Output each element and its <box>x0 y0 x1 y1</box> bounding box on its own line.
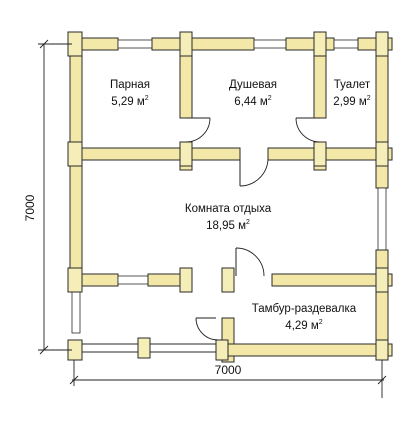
wall-top <box>285 37 335 51</box>
window-top-3 <box>333 39 359 49</box>
post <box>137 337 151 359</box>
room-name-steam-room: Парная <box>110 79 150 91</box>
room-area-vestibule: 4,29 м2 <box>285 319 322 332</box>
door-swing-arc <box>235 247 265 277</box>
post <box>179 141 193 167</box>
door-swing-arc <box>185 117 211 143</box>
post <box>179 31 193 57</box>
dim-tick <box>69 375 79 385</box>
post <box>215 339 229 361</box>
window-top-1 <box>117 39 153 49</box>
dimension-height-label: 7000 <box>23 194 37 221</box>
wall-top <box>151 37 255 51</box>
room-name-rest-room: Комната отдыха <box>185 203 272 215</box>
railing-bottom <box>81 343 139 353</box>
room-area-shower: 6,44 м2 <box>234 95 271 108</box>
wall-middle <box>67 147 241 161</box>
wall-bottom <box>215 343 393 357</box>
dim-tick <box>39 39 49 49</box>
room-name-toilet: Туалет <box>334 79 371 91</box>
post <box>67 141 83 167</box>
wall-middle <box>267 147 393 161</box>
wall-lower <box>147 273 185 287</box>
door-swing-arc <box>195 317 219 341</box>
post <box>221 267 235 293</box>
window-top-2 <box>253 39 287 49</box>
post <box>67 267 83 293</box>
post <box>375 31 389 57</box>
posts <box>67 31 389 361</box>
door-swing-arc <box>239 157 269 187</box>
post <box>179 267 193 293</box>
dim-tick <box>39 345 49 355</box>
window-right <box>377 187 387 251</box>
dim-tick <box>377 375 387 385</box>
post <box>375 141 389 167</box>
room-name-shower: Душевая <box>229 79 277 91</box>
door-swing-arc <box>295 117 321 143</box>
post <box>375 339 389 361</box>
dimension-lines <box>38 39 387 398</box>
room-area-steam-room: 5,29 м2 <box>111 95 148 108</box>
room-labels: Парная 5,29 м2 Душевая 6,44 м2 Туалет 2,… <box>110 79 371 332</box>
window-lower <box>117 275 149 285</box>
post <box>313 31 327 57</box>
room-area-toilet: 2,99 м2 <box>333 95 370 108</box>
railing-bottom <box>149 343 221 353</box>
doors <box>185 117 321 341</box>
post <box>313 141 327 167</box>
wall-lower <box>271 273 393 287</box>
post <box>375 267 389 293</box>
room-area-rest-room: 18,95 м2 <box>206 219 250 232</box>
room-name-vestibule: Тамбур-раздевалка <box>252 303 357 315</box>
dimension-width-label: 7000 <box>215 363 242 377</box>
